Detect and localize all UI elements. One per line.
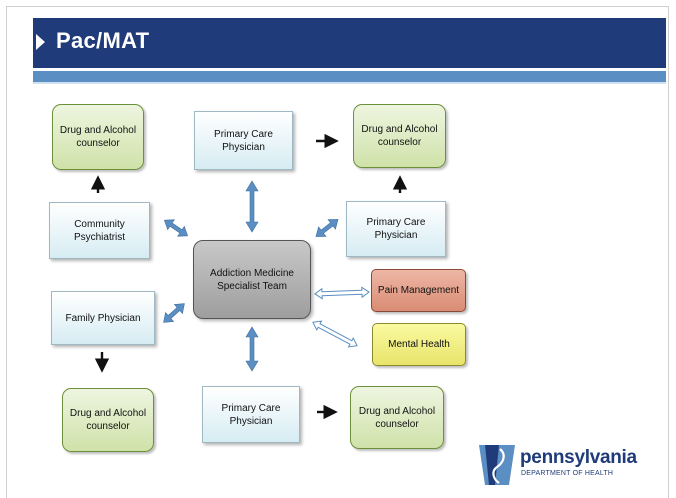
slide-title: Pac/MAT [56,28,150,53]
title-chevron-icon [36,34,45,50]
pennsylvania-keystone-icon [479,445,515,485]
connector-pcp-top-center [245,180,259,233]
node-community-psychiatrist: Community Psychiatrist [49,202,150,259]
accent-strip-light [33,82,666,84]
accent-strip [33,71,666,82]
node-drug-alcohol-counselor-bottom-left: Drug and Alcohol counselor [62,388,154,452]
slide-border-left [6,6,7,498]
logo-subtitle: DEPARTMENT OF HEALTH [521,470,614,477]
node-drug-alcohol-counselor-top-left: Drug and Alcohol counselor [52,104,144,170]
connector-pcp-right-center [315,219,339,237]
node-drug-alcohol-counselor-top-right: Drug and Alcohol counselor [353,104,446,168]
node-mental-health: Mental Health [372,323,466,366]
connector-family-center [163,303,185,323]
title-bar [33,18,666,68]
connector-center-pain [314,286,370,300]
node-primary-care-physician-bottom: Primary Care Physician [202,386,300,443]
slide-border-right [668,6,669,498]
slide-border-top [6,6,669,7]
node-pain-management: Pain Management [371,269,466,312]
node-primary-care-physician-right: Primary Care Physician [346,201,446,257]
node-drug-alcohol-counselor-bottom-right: Drug and Alcohol counselor [350,386,444,449]
node-family-physician: Family Physician [51,291,155,345]
connector-center-mental [312,320,358,348]
node-addiction-medicine-team: Addiction Medicine Specialist Team [193,240,311,319]
node-primary-care-physician-top: Primary Care Physician [194,111,293,170]
connector-psych-center [163,219,189,237]
logo-wordmark: pennsylvania [520,447,637,468]
connector-pcp-bottom-center [245,326,259,372]
